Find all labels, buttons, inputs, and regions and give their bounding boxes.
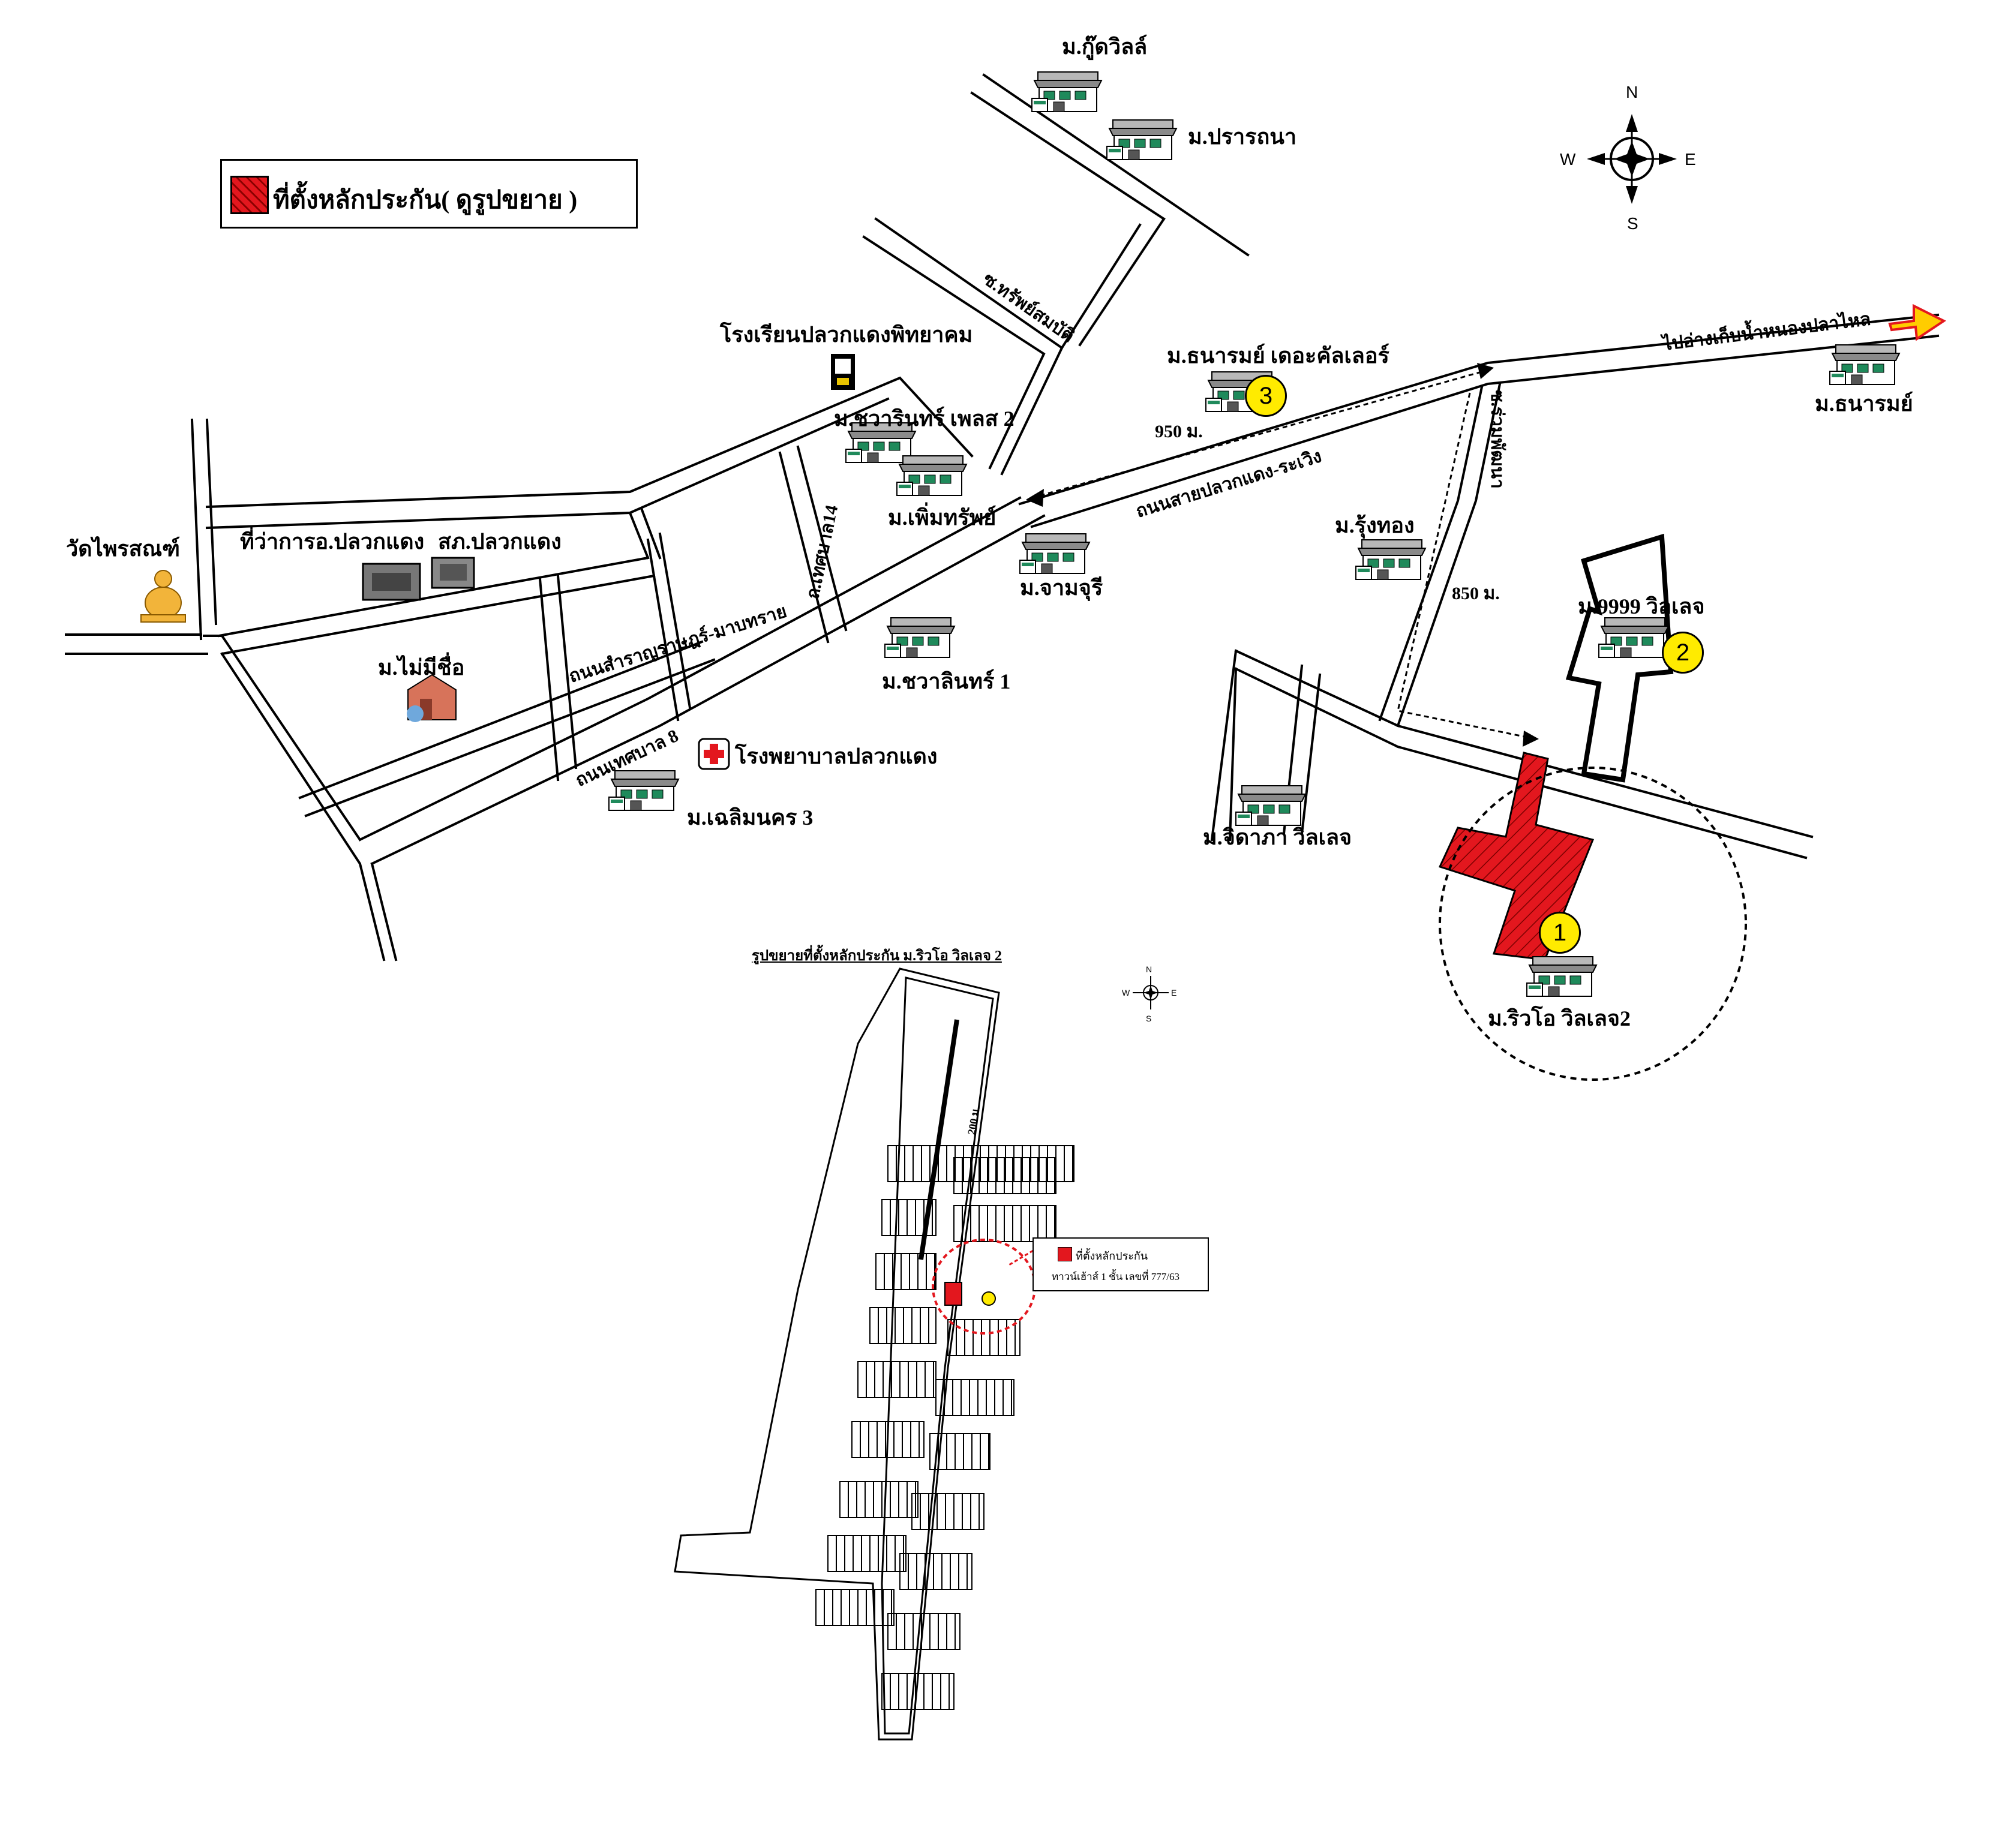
inset-compass-w: W [1122, 988, 1130, 997]
inset-lot-block [947, 1319, 1020, 1356]
label-temple: วัดไพรสณฑ์ [66, 537, 181, 561]
inset-lot-block [827, 1535, 907, 1572]
compass-east: E [1685, 150, 1696, 169]
label-school: โรงเรียนปลวกแดงพิทยาคม [720, 323, 973, 347]
label-permsap: ม.เพิ่มทรัพย์ [888, 506, 997, 530]
inset-lot-block [857, 1361, 937, 1398]
label-prarthana: ม.ปรารถนา [1188, 125, 1297, 149]
inset-lot-block [935, 1379, 1014, 1416]
inset-lot-block [899, 1553, 973, 1590]
compass-north: N [1626, 83, 1638, 101]
label-9999-village: ม.9999 วิลเลจ [1578, 594, 1705, 618]
marker-1: 1 [1539, 912, 1581, 954]
marker-3: 3 [1245, 375, 1287, 417]
inset-lot-block [911, 1493, 985, 1530]
distance-850: 850 ม. [1452, 584, 1500, 603]
collateral-swatch [230, 176, 269, 214]
label-chawarin-1: ม.ชวาลินทร์ 1 [882, 669, 1011, 693]
label-rio-village-2: ม.ริวโอ วิลเลจ2 [1488, 1006, 1631, 1030]
marker-2: 2 [1662, 632, 1704, 674]
label-rungthong: ม.รุ้งทอง [1335, 513, 1415, 537]
map-legend: ที่ตั้งหลักประกัน( ดูรูปขยาย ) [220, 159, 638, 229]
compass-south: S [1627, 214, 1638, 233]
inset-legend-line1: ที่ตั้งหลักประกัน [1076, 1250, 1148, 1262]
inset-compass-s: S [1146, 1014, 1152, 1023]
label-good-ville: ม.กู๊ดวิลล์ [1062, 35, 1148, 59]
inset-lot-block [839, 1481, 919, 1518]
compass-west: W [1560, 150, 1576, 169]
label-chamjuree: ม.จามจุรี [1020, 576, 1103, 600]
inset-title: รูปขยายที่ตั้งหลักประกัน ม.ริวโอ วิลเลจ … [752, 948, 1002, 964]
label-chalermnakorn-3: ม.เฉลิมนคร 3 [687, 806, 814, 830]
inset-legend: ที่ตั้งหลักประกัน ทาวน์เฮ้าส์ 1 ชั้น เลข… [1032, 1237, 1209, 1291]
legend-label: ที่ตั้งหลักประกัน( ดูรูปขยาย ) [273, 187, 578, 214]
inset-collateral-swatch [1058, 1247, 1072, 1261]
inset-legend-line2: ทาวน์เฮ้าส์ 1 ชั้น เลขที่ 777/63 [1052, 1271, 1179, 1282]
label-thanarom: ม.ธนารมย์ [1815, 392, 1913, 416]
inset-compass-e: E [1171, 988, 1177, 997]
label-hospital: โรงพยาบาลปลวกแดง [735, 744, 938, 768]
label-police-station: สภ.ปลวกแดง [438, 530, 562, 554]
label-side-road: ซ.ร่วมพัฒนา [1487, 390, 1507, 489]
label-chawarin-place-2: ม.ชวารินทร์ เพลส 2 [834, 407, 1014, 431]
distance-950: 950 ม. [1155, 422, 1203, 441]
label-district-office: ที่ว่าการอ.ปลวกแดง [240, 530, 425, 554]
label-thanarom-colors: ม.ธนารมย์ เดอะคัลเลอร์ [1167, 344, 1389, 368]
inset-compass-n: N [1146, 964, 1152, 974]
label-jidapa-village: ม.จิดาภา วิลเลจ [1203, 825, 1352, 849]
label-no-name-village: ม.ไม่มีชื่อ [378, 656, 465, 680]
